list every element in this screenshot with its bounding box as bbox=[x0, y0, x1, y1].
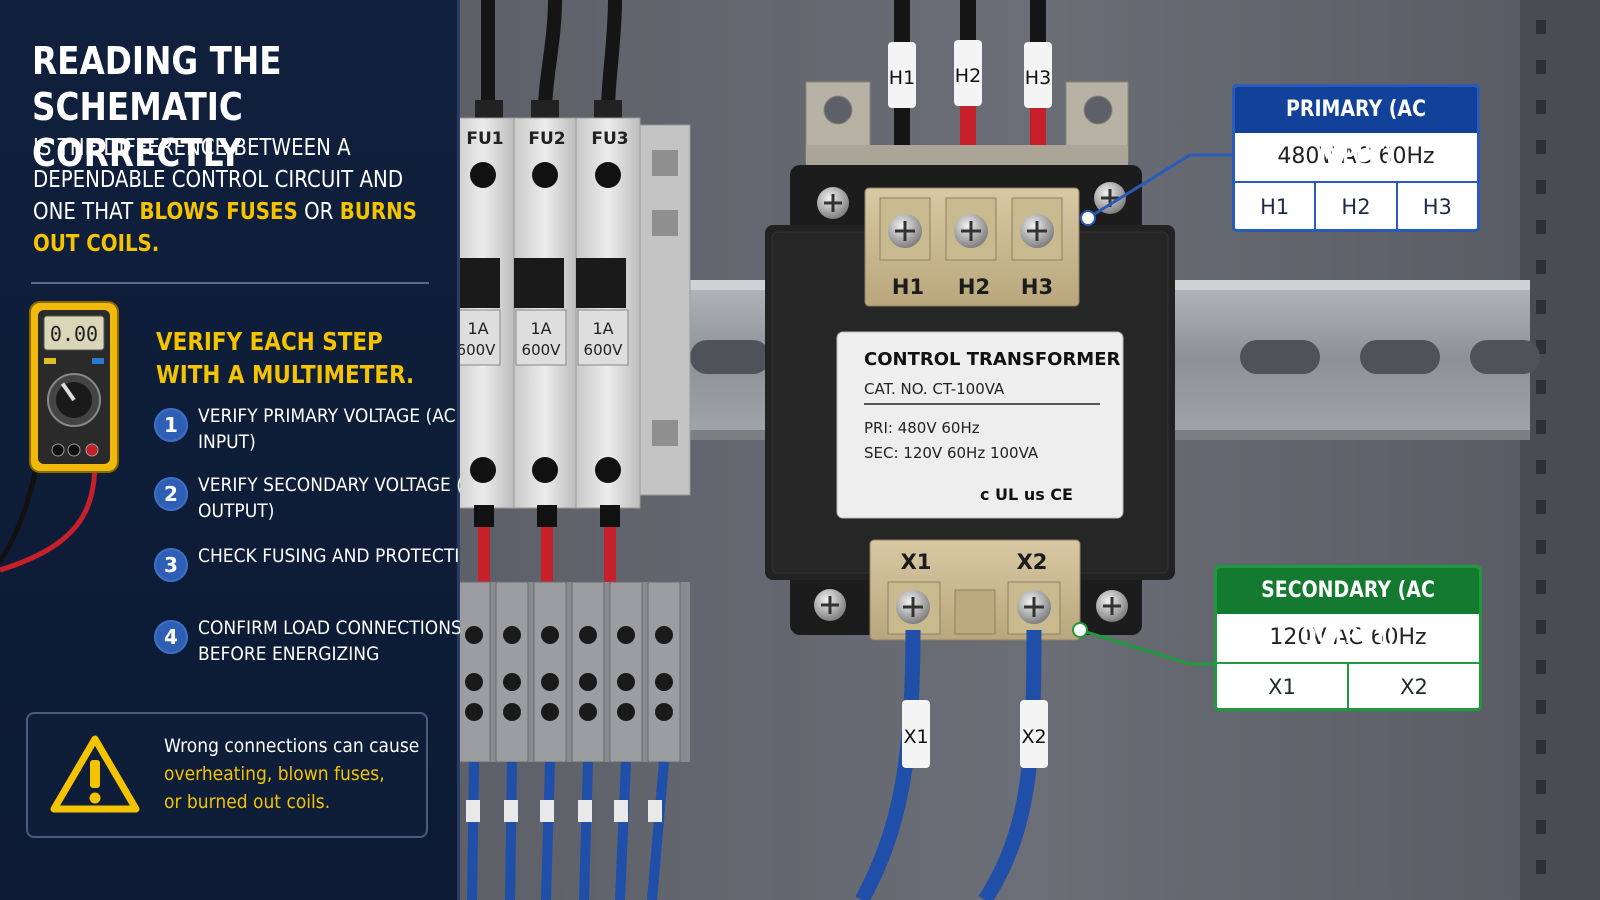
fuse-1-amp: 1A bbox=[467, 319, 488, 338]
terminal-label-x2: X2 bbox=[1017, 550, 1048, 574]
intro-highlight-burns-coils: BURNS OUT COILS bbox=[33, 199, 417, 257]
step-4: 4 CONFIRM LOAD CONNECTIONS BEFORE ENERGI… bbox=[154, 617, 474, 680]
step-1-number: 1 bbox=[154, 408, 188, 442]
nameplate-sec: SEC: 120V 60Hz 100VA bbox=[864, 444, 1039, 462]
nameplate-pri: PRI: 480V 60Hz bbox=[864, 419, 980, 437]
terminal-label-h1: H1 bbox=[892, 275, 924, 299]
secondary-value: 120V AC 60Hz bbox=[1217, 614, 1479, 664]
nameplate-cat: CAT. NO. CT-100VA bbox=[864, 380, 1005, 398]
nameplate-title: CONTROL TRANSFORMER bbox=[864, 349, 1121, 370]
control-transformer bbox=[765, 81, 1175, 641]
fuse-label-fu1: FU1 bbox=[466, 129, 503, 149]
primary-terminal-h3: H3 bbox=[1422, 195, 1452, 219]
intro-period: . bbox=[151, 231, 160, 257]
intro-text-1: IS THE DIFFERENCE BETWEEN A DEPENDABLE C… bbox=[33, 135, 404, 225]
control-panel-scene: FU1 FU2 FU3 1A 600V 1A 600V 1A 600V bbox=[460, 0, 1600, 900]
primary-info-box: PRIMARY (AC INPUT) 480V AC 60Hz H1 H2 H3 bbox=[1232, 84, 1480, 232]
warning-line-1: Wrong connections can cause bbox=[164, 735, 420, 757]
multimeter-icon: 0.00 bbox=[0, 301, 119, 573]
secondary-terminal-x1: X1 bbox=[1217, 664, 1349, 708]
step-2: 2 VERIFY SECONDARY VOLTAGE (AC OUTPUT) bbox=[154, 474, 486, 537]
secondary-terminals: X1 X2 bbox=[1217, 664, 1479, 708]
fuse-3-amp: 1A bbox=[592, 319, 613, 338]
terminal-label-x1: X1 bbox=[901, 550, 932, 574]
fuse-label-fu2: FU2 bbox=[528, 129, 565, 149]
warning-text: Wrong connections can cause overheating,… bbox=[164, 732, 434, 816]
step-3-text: CHECK FUSING AND PROTECTION bbox=[198, 545, 486, 567]
primary-title: PRIMARY (AC INPUT) bbox=[1235, 87, 1477, 168]
secondary-title: SECONDARY (AC OUTPUT) bbox=[1217, 568, 1479, 649]
intro-paragraph: IS THE DIFFERENCE BETWEEN A DEPENDABLE C… bbox=[33, 132, 437, 260]
warning-triangle-icon bbox=[50, 735, 140, 813]
nameplate-cert-marks: c UL us CE bbox=[980, 485, 1073, 504]
secondary-info-box: SECONDARY (AC OUTPUT) 120V AC 60Hz X1 X2 bbox=[1214, 565, 1482, 711]
primary-terminals: H1 H2 H3 bbox=[1235, 183, 1477, 229]
wire-tag-h1: H1 bbox=[889, 67, 915, 89]
step-3-number: 3 bbox=[154, 548, 188, 582]
meter-display: 0.00 bbox=[50, 322, 98, 346]
primary-terminal-h2: H2 bbox=[1316, 183, 1398, 229]
wire-tag-x1: X1 bbox=[903, 726, 928, 748]
terminal-label-h2: H2 bbox=[958, 275, 990, 299]
fuse-block bbox=[460, 117, 691, 509]
step-4-number: 4 bbox=[154, 620, 188, 654]
wire-tag-h3: H3 bbox=[1025, 67, 1051, 89]
step-4-text: CONFIRM LOAD CONNECTIONS BEFORE ENERGIZI… bbox=[198, 617, 462, 665]
title-line-1: READING THE SCHEMATIC bbox=[32, 39, 282, 129]
warning-line-2: overheating, blown fuses, bbox=[164, 763, 385, 785]
primary-title-text: PRIMARY (AC INPUT) bbox=[1286, 97, 1426, 168]
fuse-2-amp: 1A bbox=[530, 319, 551, 338]
warning-line-3: or burned out coils. bbox=[164, 791, 331, 813]
wire-tag-x2: X2 bbox=[1021, 726, 1046, 748]
page-title: READING THE SCHEMATIC CORRECTLY bbox=[32, 38, 393, 176]
fuse-3-volt: 600V bbox=[584, 341, 624, 359]
section-divider bbox=[31, 282, 429, 284]
step-1: 1 VERIFY PRIMARY VOLTAGE (AC INPUT) bbox=[154, 405, 474, 468]
fuse-2-volt: 600V bbox=[522, 341, 562, 359]
fuse-1-volt: 600V bbox=[460, 341, 496, 359]
terminal-block bbox=[460, 581, 690, 763]
step-2-text: VERIFY SECONDARY VOLTAGE (AC OUTPUT) bbox=[198, 474, 487, 522]
verify-heading: VERIFY EACH STEP WITH A MULTIMETER. bbox=[156, 327, 415, 389]
wire-tag-h2: H2 bbox=[955, 65, 981, 87]
fuse-label-fu3: FU3 bbox=[591, 129, 628, 149]
title-line-2: CORRECTLY bbox=[32, 131, 243, 175]
left-info-panel: READING THE SCHEMATIC CORRECTLY IS THE D… bbox=[0, 0, 486, 900]
intro-highlight-blows-fuses: BLOWS FUSES bbox=[139, 199, 298, 225]
step-2-number: 2 bbox=[154, 477, 188, 511]
primary-value: 480V AC 60Hz bbox=[1235, 133, 1477, 183]
step-1-text: VERIFY PRIMARY VOLTAGE (AC INPUT) bbox=[198, 405, 456, 453]
secondary-title-text: SECONDARY (AC OUTPUT) bbox=[1261, 578, 1435, 649]
secondary-terminal-x2: X2 bbox=[1400, 675, 1428, 699]
intro-text-2: OR bbox=[297, 199, 340, 225]
step-3: 3 CHECK FUSING AND PROTECTION bbox=[154, 545, 486, 608]
warning-box: Wrong connections can cause overheating,… bbox=[26, 712, 428, 838]
terminal-label-h3: H3 bbox=[1021, 275, 1053, 299]
primary-terminal-h1: H1 bbox=[1235, 183, 1317, 229]
